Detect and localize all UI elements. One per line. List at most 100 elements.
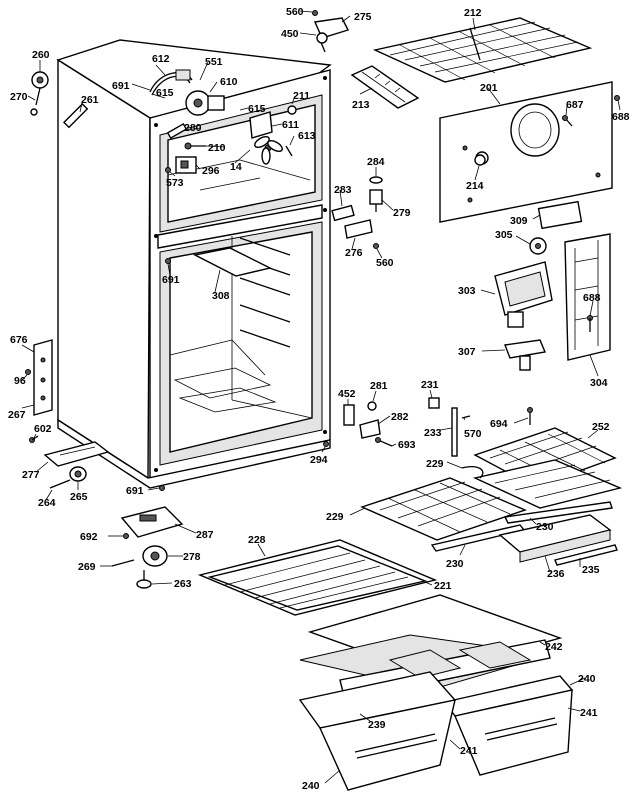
label-210: 210 (208, 142, 226, 154)
label-693: 693 (398, 439, 416, 451)
part-240-drawer-right (443, 675, 574, 776)
part-688-screw-mid (587, 315, 593, 332)
label-231: 231 (421, 379, 439, 391)
part-265-roller (69, 466, 87, 482)
label-570: 570 (464, 428, 482, 440)
label-213: 213 (352, 99, 370, 111)
label-240-left: 240 (302, 780, 320, 792)
part-688-screw-top (614, 95, 620, 101)
label-694: 694 (490, 418, 508, 430)
label-264: 264 (38, 497, 56, 509)
part-212-freezer-shelf (372, 17, 593, 83)
part-694-screw (527, 407, 533, 425)
label-233: 233 (424, 427, 442, 439)
part-275-damper (313, 17, 349, 53)
label-240-right: 240 (578, 673, 596, 685)
label-281: 281 (370, 380, 388, 392)
part-number-labels: 560 275 450 212 260 270 261 612 551 691 … (8, 6, 630, 792)
part-201-evaporator-cover (439, 81, 613, 223)
label-265: 265 (70, 491, 88, 503)
label-612: 612 (152, 53, 170, 65)
label-269: 269 (78, 561, 96, 573)
label-201: 201 (480, 82, 498, 94)
label-280: 280 (184, 122, 202, 134)
part-692-screw (123, 533, 129, 539)
label-303: 303 (458, 285, 476, 297)
label-613: 613 (298, 130, 316, 142)
part-231-spring (428, 397, 440, 409)
label-276: 276 (345, 247, 363, 259)
label-96: 96 (14, 375, 26, 387)
label-296: 296 (202, 165, 220, 177)
part-560-screw-mid (373, 243, 379, 249)
label-235: 235 (582, 564, 600, 576)
label-284: 284 (367, 156, 385, 168)
part-309-label (537, 200, 583, 230)
part-14-fan-blade (254, 136, 283, 165)
part-287-compressor-mount (120, 506, 184, 538)
label-560-mid: 560 (376, 257, 394, 269)
label-229-right: 229 (426, 458, 444, 470)
label-611: 611 (282, 119, 299, 131)
label-692: 692 (80, 531, 98, 543)
label-615-b: 615 (248, 103, 266, 115)
part-278-roller-wheel (142, 545, 168, 567)
part-236-shelf-frame (498, 514, 612, 563)
label-229-left: 229 (326, 511, 344, 523)
part-229-shelf-right (461, 459, 623, 509)
label-450: 450 (281, 28, 299, 40)
part-276-bracket (344, 219, 373, 239)
part-280-bracket (166, 122, 188, 140)
part-261-handle-pin (62, 102, 89, 129)
part-260-thermostat-knob (30, 71, 49, 116)
label-230-left: 230 (446, 558, 464, 570)
part-676-hinge (33, 339, 53, 416)
part-277-hinge-bottom (43, 441, 110, 467)
label-560-top: 560 (286, 6, 304, 18)
label-14: 14 (230, 161, 242, 173)
part-602-screw (29, 435, 39, 443)
part-691-screw-bottom (159, 485, 165, 491)
label-308: 308 (212, 290, 230, 302)
part-264-axle (49, 479, 71, 489)
part-213-ice-tray (350, 65, 420, 109)
part-612-tubing (149, 69, 193, 96)
part-235-trim (554, 544, 618, 566)
label-212: 212 (464, 7, 482, 19)
part-279-light-socket (369, 189, 383, 212)
label-294: 294 (310, 454, 328, 466)
label-687: 687 (566, 99, 584, 111)
part-211-clip (287, 105, 297, 115)
label-230-right: 230 (536, 521, 554, 533)
part-307-damper-control (504, 339, 546, 371)
part-687-screw (562, 115, 573, 127)
label-278: 278 (183, 551, 201, 563)
part-228-glass-shelf (197, 539, 438, 616)
part-560-screw-top (312, 10, 318, 16)
label-305: 305 (495, 229, 513, 241)
label-688-top: 688 (612, 111, 630, 123)
label-277: 277 (22, 469, 40, 481)
part-296-thermostat (175, 156, 197, 174)
label-688-mid: 688 (583, 292, 601, 304)
part-615-fan-motor (185, 90, 225, 116)
part-691-screw-mid (165, 258, 171, 264)
part-269-axle-pin (111, 559, 135, 567)
label-241-right: 241 (580, 707, 598, 719)
part-294-screw (323, 441, 329, 447)
label-551: 551 (205, 56, 223, 68)
label-221: 221 (434, 580, 452, 592)
label-573: 573 (166, 177, 184, 189)
label-236: 236 (547, 568, 565, 580)
label-615: 615 (156, 87, 174, 99)
label-228: 228 (248, 534, 266, 546)
label-239: 239 (368, 719, 386, 731)
label-676: 676 (10, 334, 28, 346)
part-96-screw (25, 369, 31, 375)
part-573-screw (165, 167, 171, 173)
label-691-mid: 691 (162, 274, 180, 286)
label-304: 304 (590, 377, 608, 389)
label-602: 602 (34, 423, 52, 435)
part-233-rail (451, 407, 458, 457)
part-242-crisper-cover (299, 594, 563, 701)
